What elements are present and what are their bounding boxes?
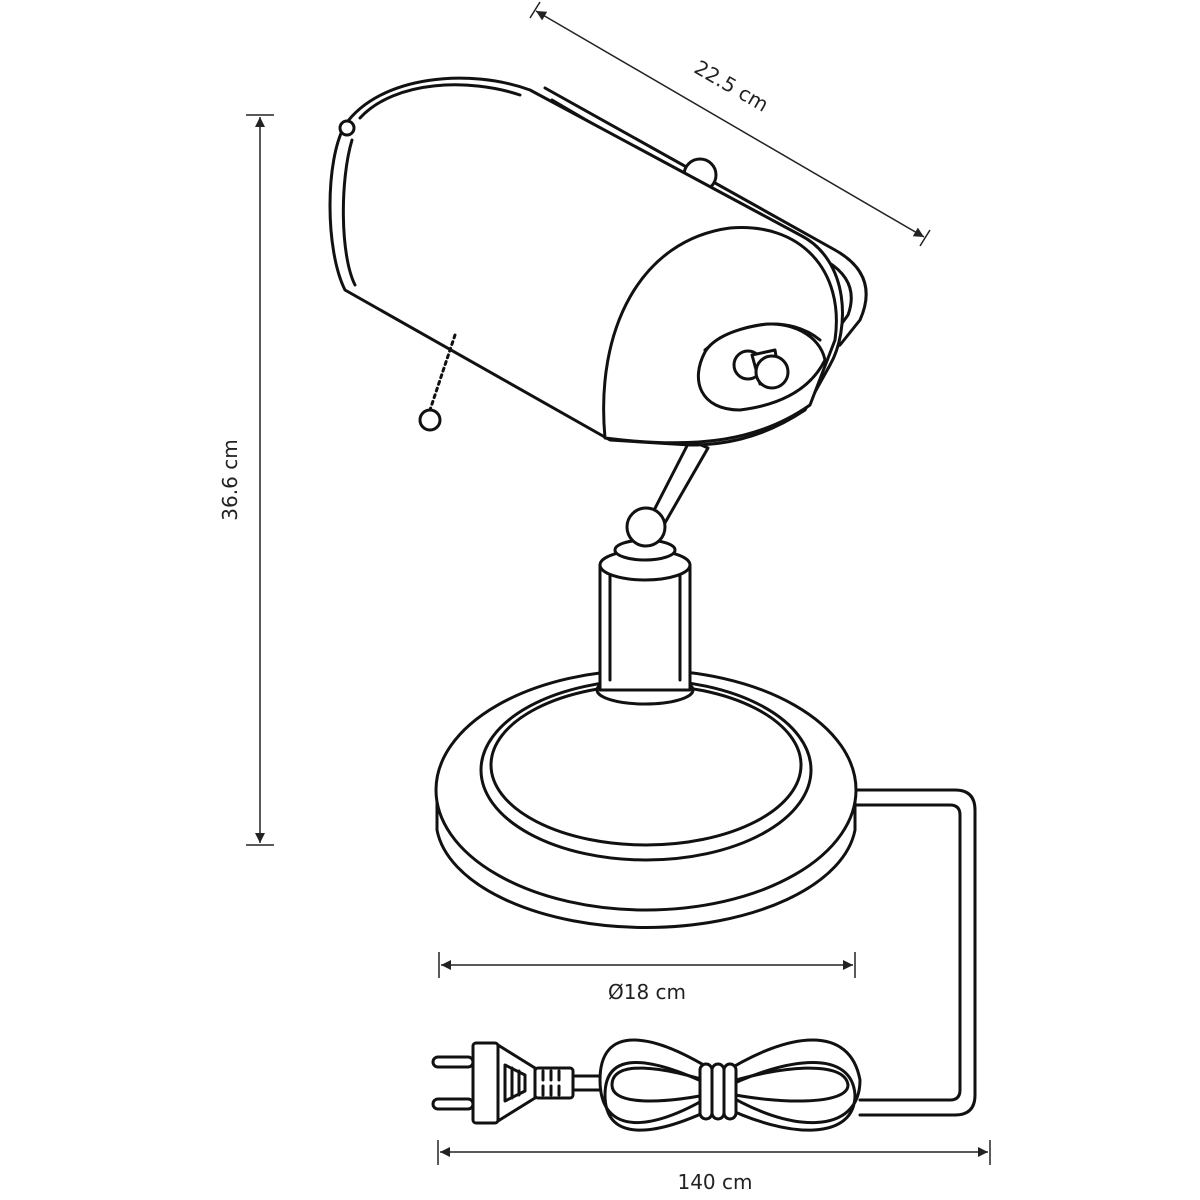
- cable-length-label: 140 cm: [677, 1170, 752, 1194]
- power-cord: [573, 788, 977, 1132]
- height-dimension: 36.6 cm: [218, 114, 274, 846]
- pull-chain: [418, 333, 457, 432]
- euro-plug: [431, 1041, 575, 1125]
- lamp-stem: [625, 438, 710, 548]
- base-diameter-dimension: Ø18 cm: [438, 952, 856, 1004]
- height-label: 36.6 cm: [218, 439, 242, 520]
- lamp-neck: [595, 538, 695, 706]
- base-diameter-label: Ø18 cm: [608, 980, 686, 1004]
- lamp-base: [434, 668, 858, 929]
- cable-length-dimension: 140 cm: [437, 1140, 991, 1194]
- lamp-shade: [328, 76, 844, 447]
